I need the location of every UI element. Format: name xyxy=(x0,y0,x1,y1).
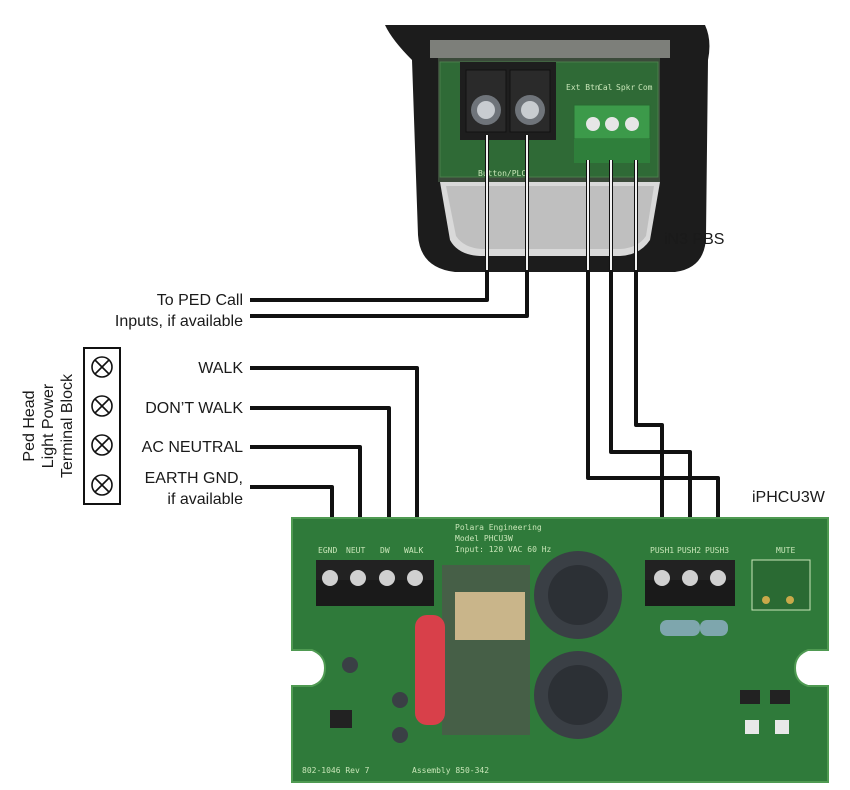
walk-wire xyxy=(250,366,419,575)
pcu-assembly: Assembly 850-342 xyxy=(412,766,489,775)
pbs-com-label: Com xyxy=(638,83,653,92)
ped-head-terminal-block xyxy=(83,347,121,505)
terminal-screw-icon xyxy=(91,434,113,456)
pbs-ext-btn-label: Ext Btn xyxy=(566,83,600,92)
neut-terminal-label: NEUT xyxy=(346,546,365,555)
walk-terminal-label: WALK xyxy=(404,546,423,555)
walk-label: WALK xyxy=(198,360,243,377)
push-wire-2 xyxy=(609,160,692,575)
pcu-rev: 802-1046 Rev 7 xyxy=(302,766,370,775)
terminal-screw-icon xyxy=(91,356,113,378)
terminal-block-label: Ped Head xyxy=(21,390,38,461)
pcu-name-label: iPHCU3W xyxy=(752,489,826,506)
svg-text:Terminal Block: Terminal Block xyxy=(59,373,76,478)
svg-text:Light Power: Light Power xyxy=(40,383,57,468)
terminal-block-label: Light Power xyxy=(40,383,57,468)
ac-neutral-label: AC NEUTRAL xyxy=(142,439,243,456)
terminal-screw-icon xyxy=(91,474,113,496)
ped-call-label-line1: To PED Call xyxy=(157,292,243,309)
pcu-mute-label: MUTE xyxy=(776,546,795,555)
pbs-name-label: iN3 PBS xyxy=(664,231,724,248)
push1-terminal-label: PUSH1 xyxy=(650,546,674,555)
ped-call-label-line2: Inputs, if available xyxy=(115,313,243,330)
egnd-terminal-label: EGND xyxy=(318,546,337,555)
wires xyxy=(250,135,720,575)
pcu-model: Model PHCU3W xyxy=(455,534,513,543)
svg-text:Ped Head: Ped Head xyxy=(21,390,38,461)
pbs-circuit-board: Button/PLC Ext Btn Cal Spkr Com xyxy=(439,61,659,178)
pcu-company: Polara Engineering xyxy=(455,523,542,532)
push2-terminal-label: PUSH2 xyxy=(677,546,701,555)
pcu-input: Input: 120 VAC 60 Hz xyxy=(455,545,552,554)
push3-terminal-label: PUSH3 xyxy=(705,546,729,555)
pbs-left-terminal-label: Button/PLC xyxy=(478,169,526,178)
dont-walk-label: DON’T WALK xyxy=(145,400,243,417)
push-wire-3 xyxy=(634,160,664,575)
pbs-cal-label: Cal xyxy=(598,83,613,92)
pcu-board: Polara Engineering Model PHCU3W Input: 1… xyxy=(291,517,829,783)
earth-gnd-label-line2: if available xyxy=(167,491,243,508)
earth-gnd-label-line1: EARTH GND, xyxy=(145,470,243,487)
terminal-screw-icon xyxy=(91,395,113,417)
pbs-spkr-label: Spkr xyxy=(616,83,635,92)
dw-terminal-label: DW xyxy=(380,546,390,555)
terminal-block-label: Terminal Block xyxy=(59,373,76,478)
